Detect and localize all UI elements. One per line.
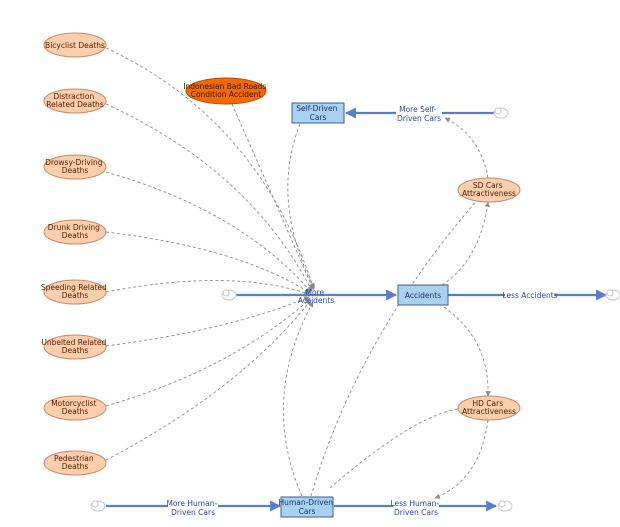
link-human-driven-to-sd-attractiveness xyxy=(310,187,489,497)
flow-less-accidents: Less Accidents xyxy=(502,290,558,300)
stocks: Self-Driven Cars Accidents Human-Driven … xyxy=(279,102,449,518)
svg-text:Less Accidents: Less Accidents xyxy=(502,291,557,300)
flow-more-accidents: More Accidents xyxy=(298,288,334,305)
aux-speeding-related-deaths[interactable]: Speeding Related Deaths xyxy=(41,279,109,305)
svg-text:Distraction Related De: Distraction Related Deaths xyxy=(46,92,104,109)
flow-labels: More Accidents Less Accidents More Self-… xyxy=(166,105,558,519)
link-motorcyclist-to-more-accidents xyxy=(105,298,311,407)
svg-text:Self-Driven Cars: Self-Driven Cars xyxy=(296,104,340,122)
stock-accidents[interactable]: Accidents xyxy=(397,284,449,306)
flow-pipes xyxy=(106,107,608,512)
stock-human-driven-cars[interactable]: Human-Driven Cars xyxy=(279,496,336,518)
link-speeding-to-more-accidents xyxy=(105,280,310,296)
aux-unbelted-related-deaths[interactable]: Unbelted Related Deaths xyxy=(41,334,108,360)
cloud-icon xyxy=(605,289,620,301)
link-drowsy-to-more-accidents xyxy=(105,171,312,293)
aux-pedestrian-deaths[interactable]: Pedestrian Deaths xyxy=(43,450,107,476)
svg-text:Human-Driven Cars: Human-Driven Cars xyxy=(279,498,336,516)
link-sd-attractiveness-to-more-self xyxy=(444,117,489,179)
aux-indonesian-bad-roads[interactable]: Indonesian Bad Roads Condition Accident xyxy=(183,77,268,105)
link-human-driven-to-more-accidents xyxy=(283,301,314,497)
flow-more-human-driven: More Human- Driven Cars xyxy=(166,499,219,519)
svg-text:Indonesian Bad Roads C: Indonesian Bad Roads Condition Accident xyxy=(183,82,268,99)
influence-links xyxy=(105,47,491,499)
aux-drunk-driving-deaths[interactable]: Drunk Driving Deaths xyxy=(43,219,107,245)
link-hd-attractiveness-to-less-human xyxy=(434,419,489,499)
flow-more-self-driven: More Self- Driven Cars xyxy=(396,105,442,125)
svg-text:Pedestrian Deaths: Pedestrian Deaths xyxy=(54,454,96,471)
link-bicyclist-to-more-accidents xyxy=(105,47,316,291)
auxiliaries: Bicyclist Deaths Distraction Related Dea… xyxy=(41,32,521,476)
svg-text:More Self- Driven Cars: More Self- Driven Cars xyxy=(397,105,441,123)
cloud-icon xyxy=(221,289,237,301)
svg-text:Less Human- Driven Car: Less Human- Driven Cars xyxy=(390,499,441,517)
flow-less-human-driven: Less Human- Driven Cars xyxy=(390,499,441,519)
svg-text:Unbelted Related Death: Unbelted Related Deaths xyxy=(41,338,108,355)
svg-text:Drunk Driving Deaths: Drunk Driving Deaths xyxy=(48,223,102,240)
link-self-driven-to-more-accidents xyxy=(287,123,315,289)
svg-text:More Human- Driven Car: More Human- Driven Cars xyxy=(166,499,219,517)
aux-sd-cars-attractiveness[interactable]: SD Cars Attractiveness xyxy=(457,177,521,203)
svg-text:Bicyclist Deaths: Bicyclist Deaths xyxy=(45,41,105,50)
svg-text:Drowsy-Driving Deaths: Drowsy-Driving Deaths xyxy=(45,158,105,175)
svg-text:Speeding Related Death: Speeding Related Deaths xyxy=(41,283,109,300)
link-human-driven-to-hd-attractiveness xyxy=(329,405,467,489)
aux-drowsy-driving-deaths[interactable]: Drowsy-Driving Deaths xyxy=(43,154,107,180)
cloud-icon xyxy=(493,107,509,119)
link-accidents-to-sd-attractiveness xyxy=(441,201,491,286)
aux-motorcyclist-deaths[interactable]: Motorcyclist Deaths xyxy=(43,395,107,421)
aux-distraction-related-deaths[interactable]: Distraction Related Deaths xyxy=(43,88,107,114)
cloud-icon xyxy=(497,500,513,512)
stock-self-driven-cars[interactable]: Self-Driven Cars xyxy=(291,102,345,124)
clouds xyxy=(90,107,620,512)
svg-text:SD Cars Attractiveness: SD Cars Attractiveness xyxy=(462,181,516,198)
link-distraction-to-more-accidents xyxy=(105,103,313,292)
cloud-icon xyxy=(90,500,106,512)
link-accidents-to-hd-attractiveness xyxy=(443,306,491,397)
link-drunk-to-more-accidents xyxy=(105,231,311,294)
svg-text:Motorcyclist Deaths: Motorcyclist Deaths xyxy=(51,399,99,416)
aux-bicyclist-deaths[interactable]: Bicyclist Deaths xyxy=(43,32,107,58)
link-pedestrian-to-more-accidents xyxy=(105,299,312,461)
link-unbelted-to-more-accidents xyxy=(105,296,310,347)
aux-hd-cars-attractiveness[interactable]: HD Cars Attractiveness xyxy=(457,395,521,421)
svg-text:HD Cars Attractiveness: HD Cars Attractiveness xyxy=(462,399,516,416)
svg-text:Accidents: Accidents xyxy=(405,291,441,300)
link-indonesian-to-more-accidents xyxy=(231,103,314,290)
